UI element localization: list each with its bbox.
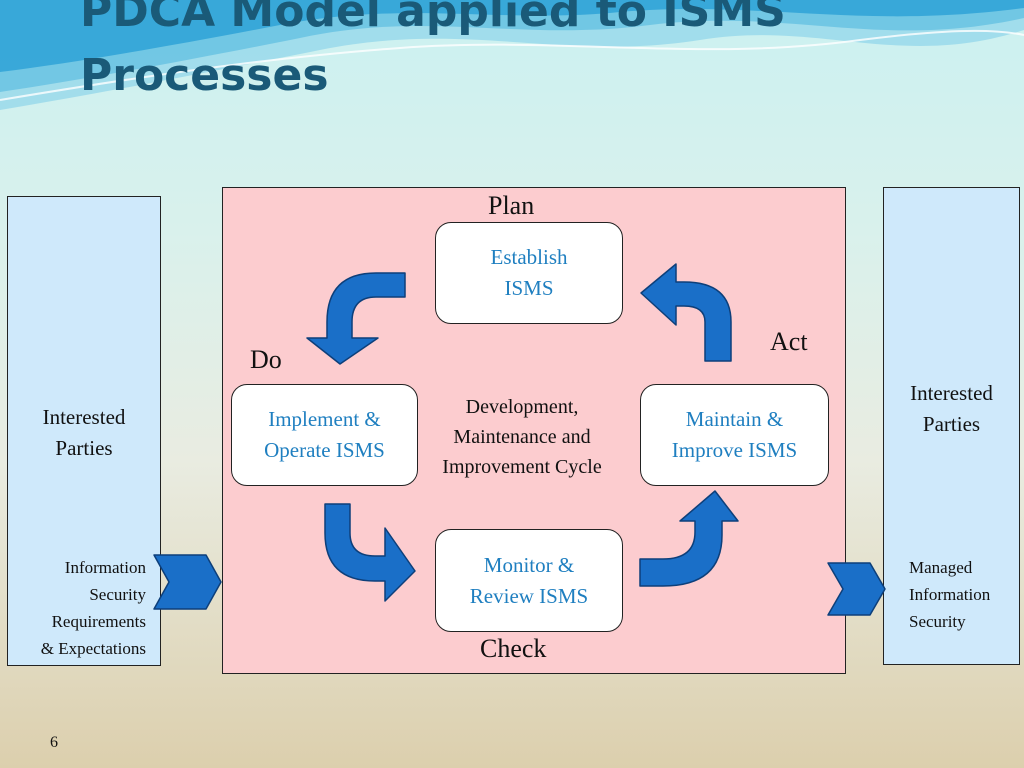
input-line-1: Information xyxy=(64,558,146,577)
establish-isms-box: Establish ISMS xyxy=(435,222,623,324)
left-interested-parties-panel xyxy=(7,196,161,666)
right-panel-label-line-2: Parties xyxy=(922,412,981,436)
plan-to-do-arrow xyxy=(306,272,406,365)
phase-do-label: Do xyxy=(250,345,282,374)
right-interested-parties-panel xyxy=(883,187,1020,665)
output-line-3: Security xyxy=(909,612,966,631)
center-caption-line-2: Maintenance and xyxy=(453,426,591,448)
input-line-4: & Expectations xyxy=(40,639,146,658)
input-requirements-text: Information Security Requirements & Expe… xyxy=(5,554,146,662)
implement-line-2: Operate ISMS xyxy=(264,438,385,462)
slide-page-number: 6 xyxy=(50,734,58,751)
implement-line-1: Implement & xyxy=(268,407,381,431)
input-line-2: Security xyxy=(89,585,146,604)
do-to-check-arrow xyxy=(324,503,416,602)
center-caption-line-1: Development, xyxy=(465,396,579,418)
establish-line-2: ISMS xyxy=(504,276,554,300)
monitor-line-2: Review ISMS xyxy=(469,583,589,608)
right-panel-label-line-1: Interested xyxy=(910,381,993,405)
output-chevron-arrow xyxy=(827,562,886,616)
cycle-center-caption: Development, Maintenance and Improvement… xyxy=(417,392,627,482)
phase-act-label: Act xyxy=(770,327,808,356)
maintain-line-1: Maintain & xyxy=(685,407,784,431)
slide-title-line-1: PDCA Model applied to ISMS xyxy=(80,0,786,37)
left-panel-label-line-2: Parties xyxy=(55,436,113,460)
slide-title: PDCA Model applied to ISMS Processes xyxy=(80,0,786,108)
maintain-improve-isms-box: Maintain & Improve ISMS xyxy=(640,384,829,486)
output-line-2: Information xyxy=(909,585,991,604)
maintain-line-2: Improve ISMS xyxy=(671,438,798,462)
wave-decoration xyxy=(0,0,1024,110)
center-caption-line-3: Improvement Cycle xyxy=(442,456,602,478)
input-chevron-arrow xyxy=(153,554,222,610)
slide-title-line-2: Processes xyxy=(80,50,329,101)
phase-check-label: Check xyxy=(480,634,547,663)
input-line-3: Requirements xyxy=(51,612,146,631)
monitor-review-isms-box: Monitor & Review ISMS xyxy=(435,529,623,632)
output-managed-security-text: Managed Information Security xyxy=(909,554,990,635)
establish-line-1: Establish xyxy=(490,245,568,269)
phase-plan-label: Plan xyxy=(488,191,535,220)
left-panel-label: Interested Parties xyxy=(7,402,161,464)
left-panel-label-line-1: Interested xyxy=(42,405,126,429)
check-to-act-arrow xyxy=(639,490,739,587)
act-to-plan-arrow xyxy=(640,263,732,362)
implement-operate-isms-box: Implement & Operate ISMS xyxy=(231,384,418,486)
output-line-1: Managed xyxy=(909,558,973,577)
right-panel-label: Interested Parties xyxy=(883,378,1020,440)
monitor-line-1: Monitor & xyxy=(483,552,575,577)
